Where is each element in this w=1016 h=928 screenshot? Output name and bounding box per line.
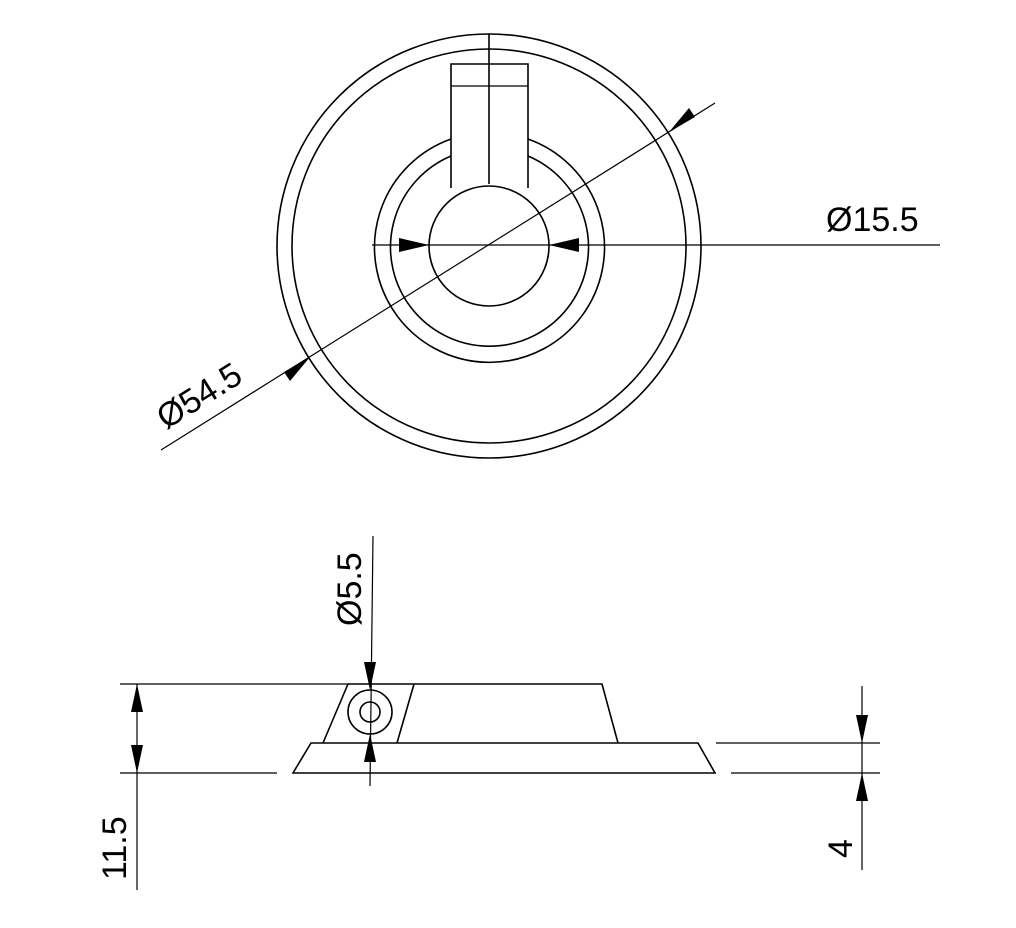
hole-leader-arrow-bottom: [364, 734, 376, 762]
bore-dimension-arrow-left: [399, 238, 429, 252]
upper-body: [322, 683, 619, 744]
flange-arrow-bottom: [856, 773, 868, 801]
bore-dimension-arrow-right: [549, 238, 579, 252]
bore-diameter-label: Ø15.5: [826, 201, 919, 239]
total-height-label: 11.5: [96, 816, 134, 880]
height-arrow-top: [131, 684, 143, 712]
bore-circle: [428, 185, 550, 307]
outer-dimension-arrow-upper: [669, 108, 695, 132]
outer-dimension-arrow-lower: [284, 357, 310, 381]
flange-base: [291, 742, 717, 774]
height-arrow-bottom: [131, 745, 143, 773]
cross-hole-inner: [359, 701, 381, 723]
hub-outer-arc: [373, 138, 606, 364]
hub-inner-arc: [389, 155, 590, 348]
flange-arrow-top: [856, 715, 868, 743]
outer-dimension-line: [160, 102, 716, 451]
hole-leader-arrow-top: [364, 662, 376, 690]
outer-diameter-label: Ø54.5: [150, 355, 249, 436]
flange-height-label: 4: [822, 839, 860, 858]
split-cut-line: [396, 683, 415, 744]
cross-hole-outer: [347, 689, 393, 735]
cross-hole-diameter-label: Ø5.5: [331, 552, 369, 626]
top-view: Ø15.5 Ø54.5: [150, 33, 940, 459]
side-view: Ø5.5 11.5 4: [96, 535, 880, 890]
